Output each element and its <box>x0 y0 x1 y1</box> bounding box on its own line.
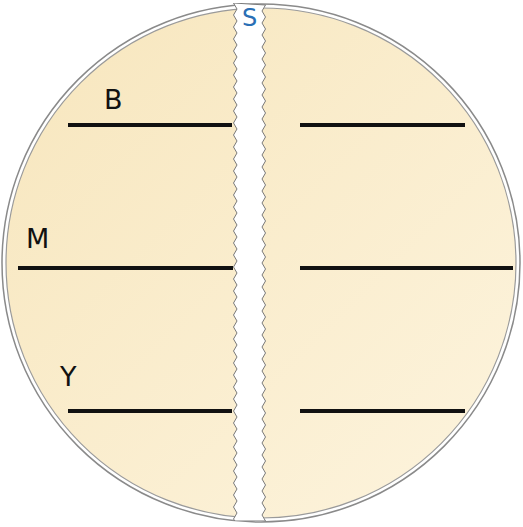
test-streak <box>300 409 465 413</box>
dish-rim <box>2 4 520 522</box>
test-streaks <box>18 125 513 411</box>
streak-outline <box>232 3 267 521</box>
test-streak <box>300 123 465 127</box>
test-streak <box>68 409 232 413</box>
test-streak <box>300 266 513 270</box>
organism-label: B <box>104 86 123 113</box>
organism-label: M <box>26 225 49 252</box>
organism-label: Y <box>60 363 77 390</box>
streak-label: S <box>232 3 267 30</box>
streak-band <box>234 3 266 521</box>
main-streak: S <box>232 3 267 521</box>
test-streak <box>68 123 232 127</box>
test-streak <box>18 266 233 270</box>
